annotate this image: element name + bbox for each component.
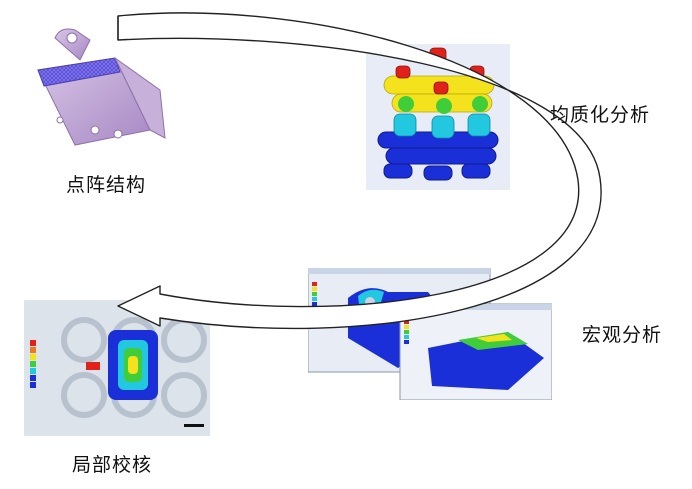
label-lattice-structure: 点阵结构 (66, 174, 147, 196)
label-homogenization-analysis: 均质化分析 (550, 104, 651, 126)
lattice-part-image (37, 28, 166, 146)
homogenized-cell-image (366, 44, 510, 190)
label-macro-analysis: 宏观分析 (582, 324, 663, 346)
local-fea-image (24, 300, 210, 436)
label-local-check: 局部校核 (72, 454, 153, 476)
